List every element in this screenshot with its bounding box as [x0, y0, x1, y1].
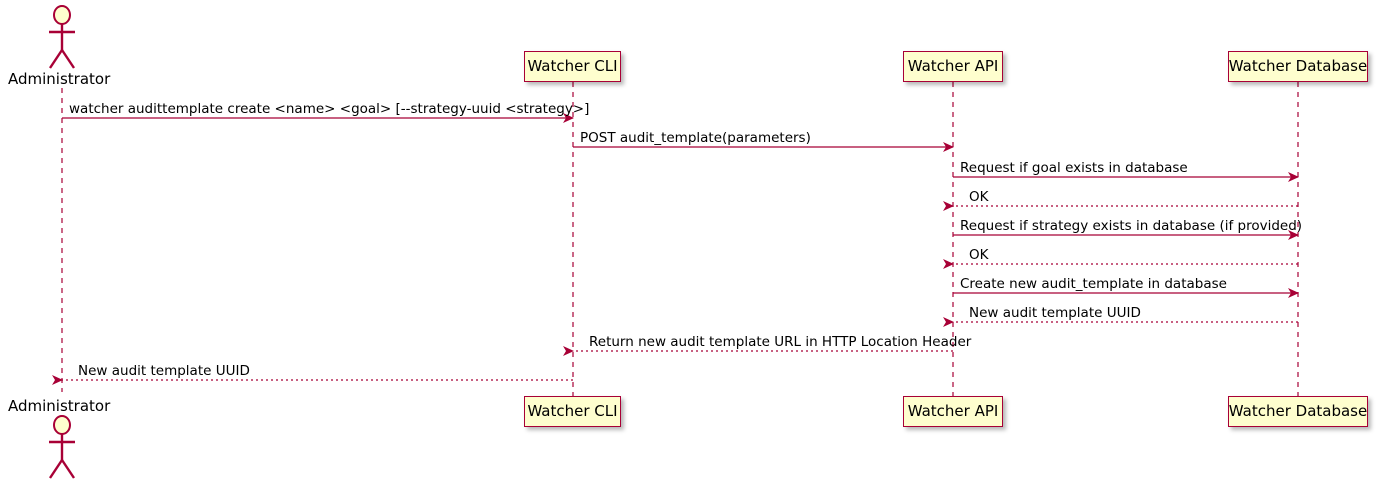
actor-figures-group	[49, 5, 75, 479]
message-label-8: Return new audit template URL in HTTP Lo…	[589, 334, 972, 350]
message-arrows-group	[52, 113, 1299, 385]
actor-label-administrator-bottom: Administrator	[8, 397, 111, 415]
participant-box-watcher-cli-top[interactable]: Watcher CLI	[524, 51, 621, 82]
lifelines-group	[61, 82, 1299, 397]
message-label-9: New audit template UUID	[78, 363, 250, 379]
message-label-7: New audit template UUID	[969, 305, 1141, 321]
message-label-5: OK	[969, 247, 989, 263]
actor-figure-administrator-top	[49, 5, 75, 69]
message-label-6: Create new audit_template in database	[960, 276, 1227, 292]
message-label-3: OK	[969, 189, 989, 205]
actor-figure-administrator-bottom	[49, 415, 75, 479]
message-label-0: watcher audittemplate create <name> <goa…	[69, 101, 590, 117]
participant-box-watcher-api-bottom[interactable]: Watcher API	[903, 396, 1003, 427]
message-label-2: Request if goal exists in database	[960, 160, 1188, 176]
participant-box-watcher-cli-bottom[interactable]: Watcher CLI	[524, 396, 621, 427]
message-label-1: POST audit_template(parameters)	[580, 130, 811, 146]
participant-box-watcher-api-top[interactable]: Watcher API	[903, 51, 1003, 82]
message-label-4: Request if strategy exists in database (…	[960, 218, 1303, 234]
actor-label-administrator-top: Administrator	[8, 70, 111, 88]
participant-box-watcher-db-bottom[interactable]: Watcher Database	[1228, 396, 1368, 427]
participant-box-watcher-db-top[interactable]: Watcher Database	[1228, 51, 1368, 82]
